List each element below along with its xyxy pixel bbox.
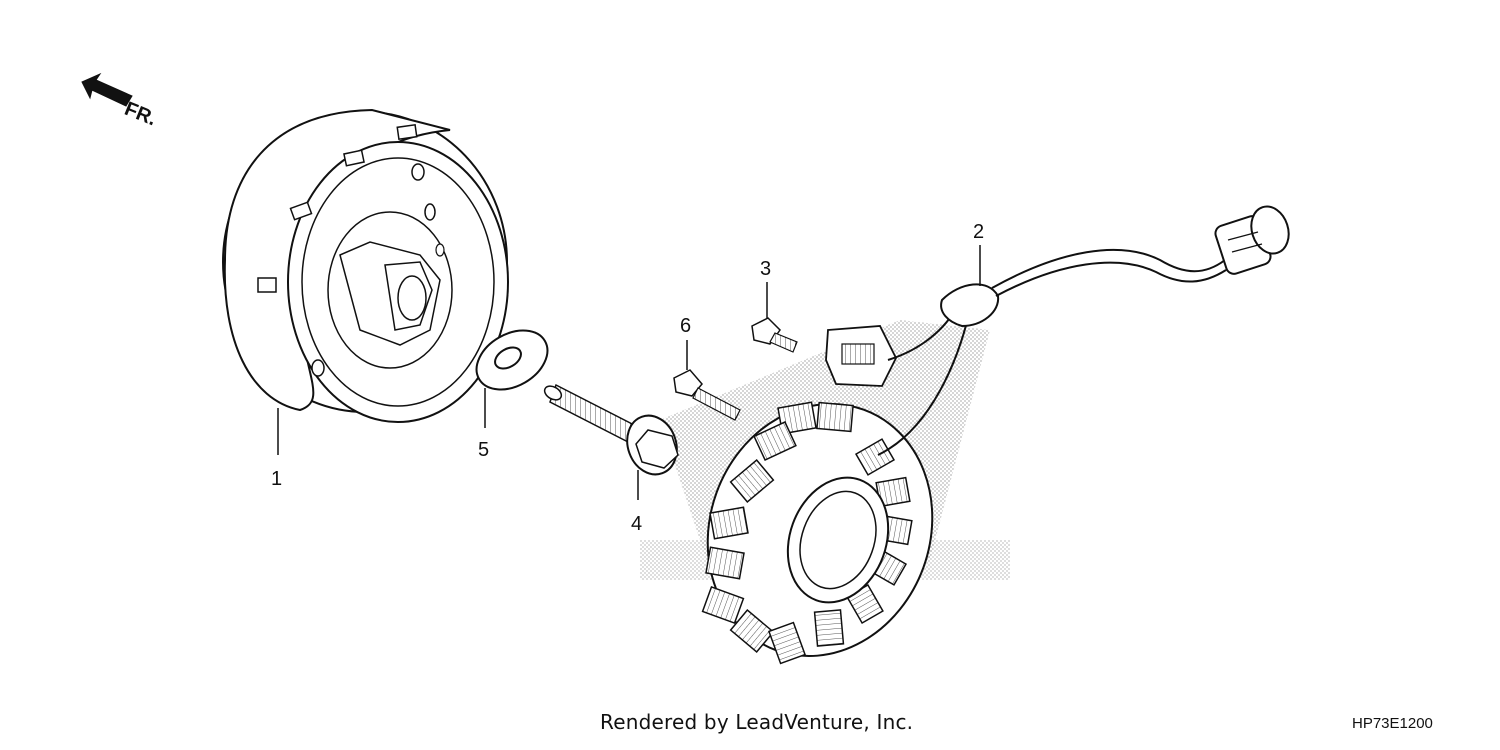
callout-6[interactable]: 6	[680, 315, 691, 337]
callout-4[interactable]: 4	[631, 513, 642, 535]
render-credit: Rendered by LeadVenture, Inc.	[600, 710, 914, 734]
small-bolt-part[interactable]	[673, 369, 741, 421]
flange-bolt-part[interactable]	[542, 383, 685, 481]
front-direction-label: FR.	[121, 98, 159, 130]
front-direction-arrow-icon	[81, 72, 133, 107]
callout-3[interactable]: 3	[760, 258, 771, 280]
small-bolt-part-3[interactable]	[751, 317, 798, 353]
stator-part[interactable]	[673, 202, 1295, 688]
wire-coupler	[1214, 205, 1290, 275]
flywheel-part[interactable]	[222, 108, 509, 423]
callout-5[interactable]: 5	[478, 439, 489, 461]
washer-part[interactable]	[466, 318, 558, 401]
callout-2[interactable]: 2	[973, 221, 984, 243]
callout-1[interactable]: 1	[271, 468, 282, 490]
pulse-generator	[825, 325, 898, 387]
diagram-code: HP73E1200	[1352, 715, 1433, 732]
